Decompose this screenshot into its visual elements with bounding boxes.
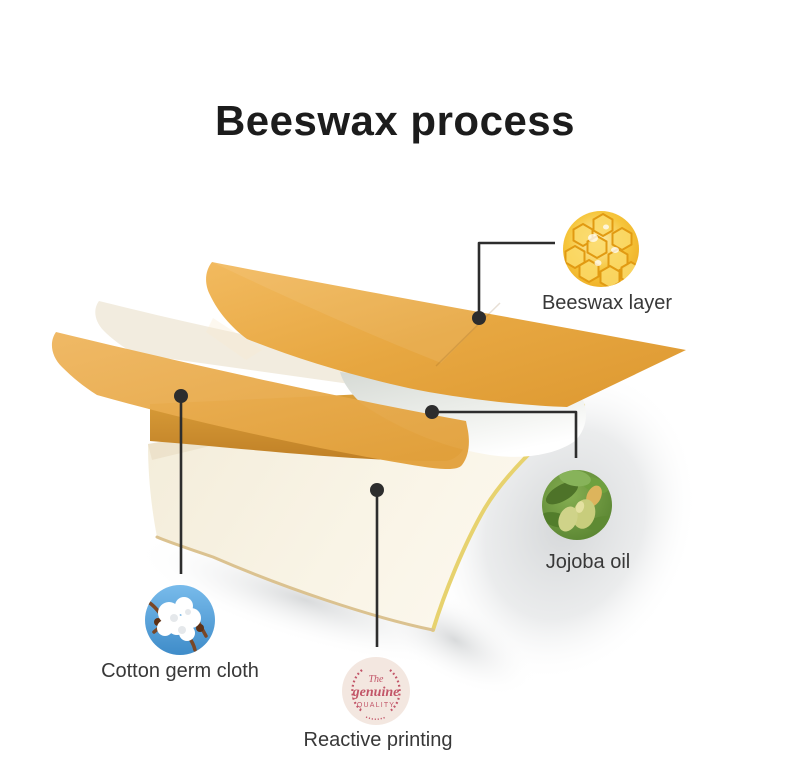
callout-lines <box>174 241 578 647</box>
callout-line-cotton <box>174 389 188 574</box>
honeycomb-image <box>563 211 639 287</box>
sheet-edge-tan <box>155 535 435 632</box>
label-jojoba-oil: Jojoba oil <box>545 551 631 573</box>
page-title: Beeswax process <box>214 97 576 144</box>
label-beeswax-layer: Beeswax layer <box>541 292 673 314</box>
layer-front-beeswax-sheet <box>51 332 469 470</box>
jojoba-image <box>542 470 612 540</box>
stamp-word-the: The <box>369 674 385 685</box>
stamp-word-genuine: genuine <box>352 685 400 700</box>
callout-line-beeswax <box>472 241 555 325</box>
stamp-image: The genuine QUALITY <box>342 657 410 725</box>
layer-white-curl <box>340 372 587 457</box>
label-cotton-germ-cloth: Cotton germ cloth <box>101 660 259 682</box>
callout-line-jojoba <box>425 405 578 458</box>
label-reactive-printing: Reactive printing <box>303 729 453 751</box>
callout-line-reactive <box>370 483 384 647</box>
cotton-image <box>145 585 215 655</box>
layer-top-beeswax-sheet <box>206 262 686 407</box>
stamp-word-quality: QUALITY <box>357 702 395 709</box>
